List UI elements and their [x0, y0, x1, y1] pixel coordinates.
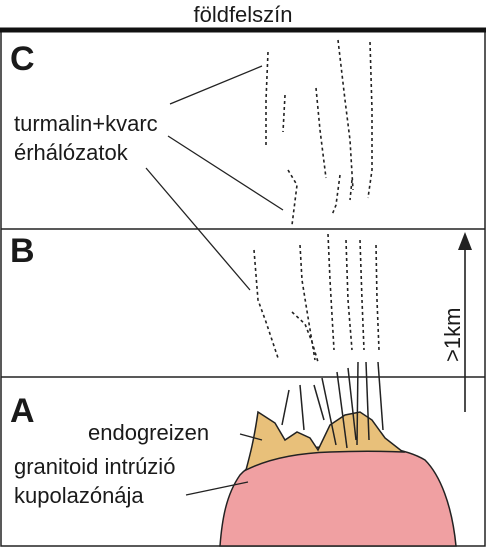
veins-zone-c: [265, 39, 373, 226]
scale-arrow-head: [458, 232, 472, 250]
zone-label-c: C: [10, 40, 35, 78]
veins-label-line1: turmalin+kvarc: [14, 111, 158, 136]
veins-label-line2: érhálózatok: [14, 140, 129, 165]
zone-label-b: B: [10, 232, 35, 270]
intrusion-label-line1: granitoid intrúzió: [14, 454, 175, 479]
ground-surface-label: földfelszín: [193, 2, 292, 27]
zone-label-a: A: [10, 392, 35, 430]
leader-lines: [145, 65, 284, 496]
endogreizen-label: endogreizen: [88, 420, 209, 445]
scale-label: >1km: [440, 308, 465, 362]
veins-zone-b: [253, 233, 380, 363]
vein-roots: [281, 361, 384, 449]
endogreizen-zone: [244, 410, 406, 472]
intrusion-label-line2: kupolazónája: [14, 483, 144, 508]
